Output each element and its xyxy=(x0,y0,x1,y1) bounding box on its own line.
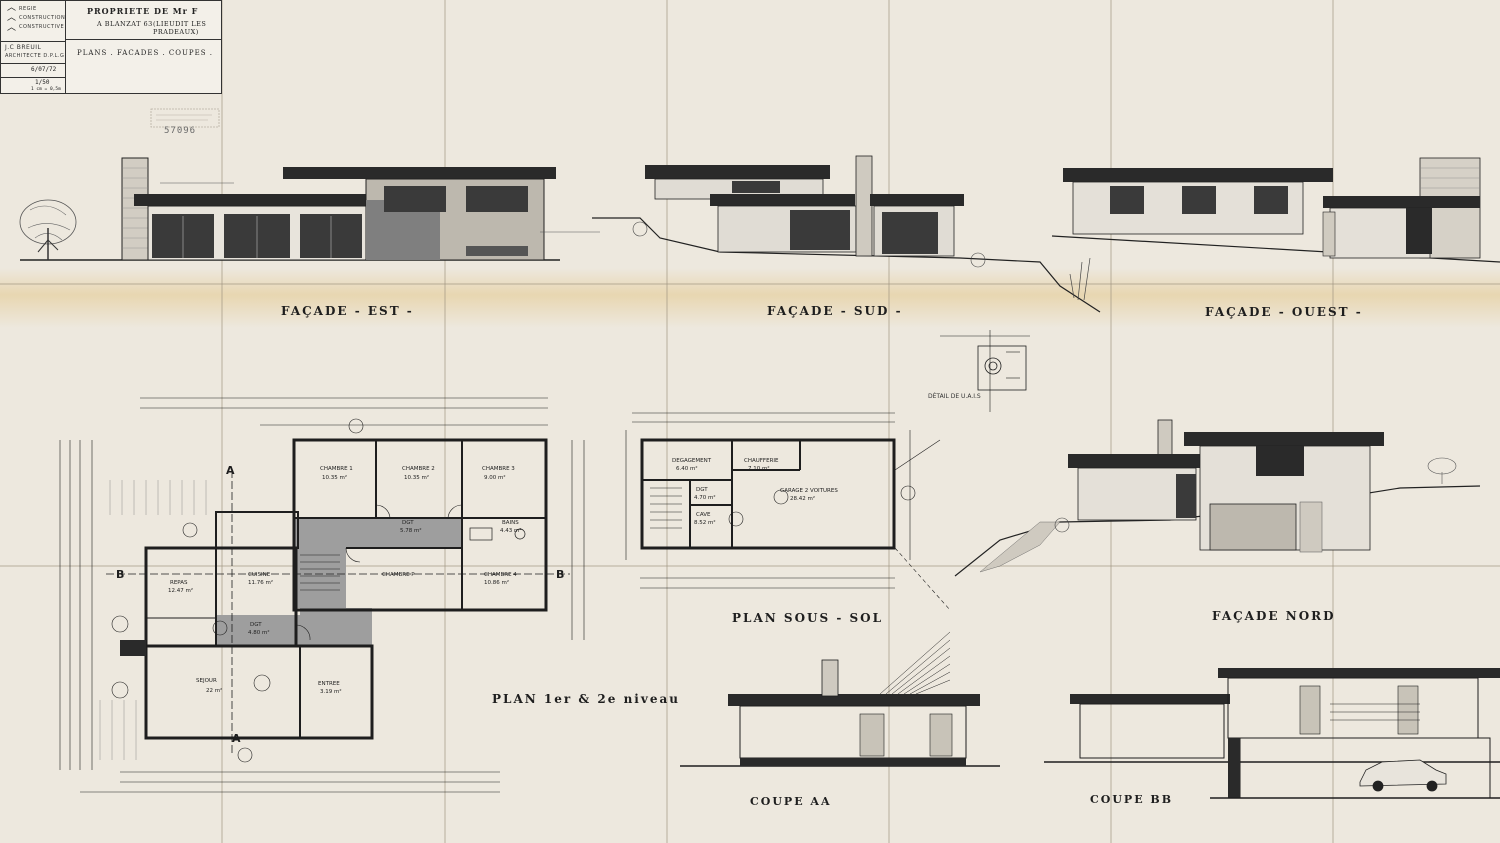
section-marker-b: B xyxy=(116,568,124,581)
room-name: CAVE xyxy=(696,512,711,518)
room-name: DGT xyxy=(250,622,262,628)
room-area: 11.76 m² xyxy=(248,579,273,586)
floor-plan-basement xyxy=(625,412,951,611)
room-name: CHAMBRE 4 xyxy=(484,572,517,578)
logo-chevron-icon: ︿ xyxy=(7,3,17,13)
room-name: DGT xyxy=(402,520,414,526)
tb-divider xyxy=(65,1,66,93)
coupe-bb-title: COUPE BB xyxy=(1090,793,1174,806)
detail-label: DÉTAIL DE U.A.I.S xyxy=(928,392,981,400)
facade-est-elevation xyxy=(19,157,600,261)
title-block: ︿ ︿ ︿ REGIE CONSTRUCTION CONSTRUCTIVE PR… xyxy=(0,0,222,94)
paper-stain xyxy=(0,268,1500,328)
room-name: CHAMBRE 2 xyxy=(402,466,435,472)
logo-chevron-icon: ︿ xyxy=(7,23,17,33)
architect-title: ARCHITECTE D.P.L.G xyxy=(5,53,65,59)
room-name: REPAS xyxy=(170,580,188,586)
architect-name: J.C BREUIL xyxy=(5,44,42,51)
tb-divider xyxy=(1,63,65,64)
facade-sud-title: FAÇADE - SUD - xyxy=(767,304,903,318)
room-name: CHAMBRE 3 xyxy=(482,466,515,472)
tree-icon xyxy=(19,199,77,260)
floor-plan-main xyxy=(59,397,585,793)
facade-sud-elevation xyxy=(592,155,1101,313)
sheet-subject: PLANS . FACADES . COUPES . xyxy=(77,49,213,57)
room-area: 9.00 m² xyxy=(484,474,506,481)
room-labels-ground: CHAMBRE 1 10.35 m² CHAMBRE 2 10.35 m² CH… xyxy=(168,466,522,695)
coupe-aa-title: COUPE AA xyxy=(750,795,832,808)
fold-line xyxy=(1110,0,1112,843)
project-location-note: (LIEUDIT LES PRADEAUX) xyxy=(153,20,207,36)
room-area: 10.86 m² xyxy=(484,579,509,586)
facade-est-title: FAÇADE - EST - xyxy=(281,304,414,318)
section-marker-a: A xyxy=(226,464,235,477)
fold-line xyxy=(0,565,1500,567)
tb-divider xyxy=(1,77,65,78)
room-name: CUISINE xyxy=(248,572,271,578)
room-area: 12.47 m² xyxy=(168,587,193,594)
tree-icon xyxy=(1427,457,1457,484)
room-area: 10.35 m² xyxy=(404,474,429,481)
logo-chevron-icon: ︿ xyxy=(7,13,17,23)
sheet-date: 6/07/72 xyxy=(31,66,57,73)
room-name: DEGAGEMENT xyxy=(672,458,712,464)
room-labels-basement: DEGAGEMENT 6.40 m² CHAUFFERIE 7.10 m² DG… xyxy=(672,458,838,526)
sheet-scale: 1/50 xyxy=(35,79,50,86)
room-area: 8.52 m² xyxy=(694,519,716,526)
room-name: SEJOUR xyxy=(196,678,217,684)
section-marker-b: B xyxy=(556,568,564,581)
room-name: ENTREE xyxy=(318,681,340,687)
fold-line xyxy=(666,0,668,843)
archive-number: 57096 xyxy=(164,126,197,136)
plan-sous-sol-title: PLAN SOUS - SOL xyxy=(732,611,884,625)
room-area: 5.78 m² xyxy=(400,527,422,534)
shrub-icon xyxy=(1069,257,1091,301)
logo-line: CONSTRUCTIVE xyxy=(19,24,65,30)
room-area: 4.43 m² xyxy=(500,527,522,534)
project-location: A BLANZAT 63 xyxy=(97,20,153,28)
fold-line xyxy=(0,283,1500,285)
room-area: 7.10 m² xyxy=(748,465,770,472)
room-area: 6.40 m² xyxy=(676,465,698,472)
sheet-scale-note: 1 cm = 0,5m xyxy=(31,87,61,92)
room-area: 10.35 m² xyxy=(322,474,347,481)
fold-line xyxy=(888,0,890,843)
project-name: PROPRIETE DE Mr F xyxy=(87,6,199,16)
logo-line: CONSTRUCTION xyxy=(19,15,66,21)
room-name: BAINS xyxy=(502,520,519,526)
detail-drawing xyxy=(940,330,1030,412)
fold-line xyxy=(444,0,446,843)
archive-stamp xyxy=(150,108,220,128)
facade-ouest-elevation xyxy=(1051,157,1500,263)
room-name: CHAMBRE 1 xyxy=(320,466,353,472)
facade-ouest-title: FAÇADE - OUEST - xyxy=(1205,305,1363,319)
room-area: 3.19 m² xyxy=(320,688,342,695)
section-bb xyxy=(1044,668,1500,799)
car-icon xyxy=(1359,759,1447,792)
logo-line: REGIE xyxy=(19,6,37,12)
room-area: 4.80 m² xyxy=(248,629,270,636)
section-marker-a: A xyxy=(232,732,241,745)
room-name: CHAMBRE P xyxy=(382,572,415,578)
plan-niveau-title: PLAN 1er & 2e niveau xyxy=(492,692,680,706)
room-name: DGT xyxy=(696,487,708,493)
facade-nord-title: FAÇADE NORD xyxy=(1212,609,1336,623)
fold-line xyxy=(1332,0,1334,843)
room-name: CHAUFFERIE xyxy=(744,458,779,464)
room-area: 4.70 m² xyxy=(694,494,716,501)
facade-nord-elevation xyxy=(954,419,1481,577)
section-aa xyxy=(680,631,1000,767)
fold-line xyxy=(221,0,223,843)
room-area: 28.42 m² xyxy=(790,495,815,502)
room-name: GARAGE 2 VOITURES xyxy=(780,488,838,494)
room-area: 22 m² xyxy=(206,687,222,694)
tb-divider xyxy=(65,39,221,40)
